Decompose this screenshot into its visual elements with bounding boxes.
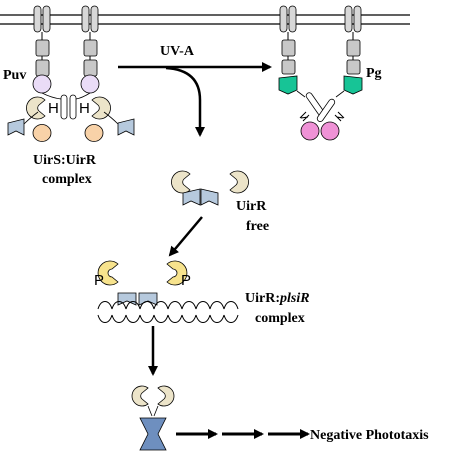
pg-label: Pg [366, 66, 382, 81]
catalytic-domain-pg-left [300, 121, 320, 141]
uirs-uirr-complex-line2: complex [42, 172, 92, 187]
transmembrane-helix-left-a [33, 5, 51, 33]
uirr-free-dimer [171, 170, 249, 206]
sensor-domain-pg-right [343, 75, 363, 95]
membrane [0, 14, 410, 25]
uirr-plsir-line1: UirR:plsiR [245, 291, 310, 306]
plsir-gene-name: plsiR [279, 291, 310, 306]
phosphate-label-left: P [94, 272, 104, 289]
sensor-domain-right [80, 74, 100, 94]
puv-receptor [32, 5, 104, 142]
sensor-domain-left [32, 74, 52, 94]
bound-uirr-left [7, 96, 46, 136]
sensor-domain-pg-left [278, 75, 298, 95]
transmembrane-helix-left-b [81, 5, 99, 33]
uirs-uirr-complex-line1: UirS:UirR [33, 153, 97, 168]
negative-phototaxis-label: Negative Phototaxis [310, 428, 429, 443]
release-arrow [165, 66, 205, 137]
uirr-free-line1: UirR [236, 199, 267, 214]
phosphorylated-uirr-dimer [97, 260, 188, 306]
pg-receptor [278, 5, 363, 141]
bound-uirr-right [91, 96, 135, 136]
catalytic-domain-right [84, 124, 104, 142]
uirr-plsir-prefix: UirR: [245, 291, 280, 306]
catalytic-domain-pg-right [320, 121, 340, 141]
uv-a-label: UV-A [160, 44, 195, 59]
uirr-free-line2: free [246, 219, 269, 234]
puv-label: Puv [3, 68, 26, 83]
histidine-label-right: H [79, 100, 90, 117]
plsir-product [131, 385, 175, 451]
dna-promoter [97, 301, 239, 323]
uirr-plsir-line2: complex [255, 311, 305, 326]
catalytic-domain-left [32, 124, 52, 142]
phosphate-label-right: P [181, 272, 191, 289]
histidine-label-left: H [48, 100, 59, 117]
binding-arrow [168, 216, 203, 257]
